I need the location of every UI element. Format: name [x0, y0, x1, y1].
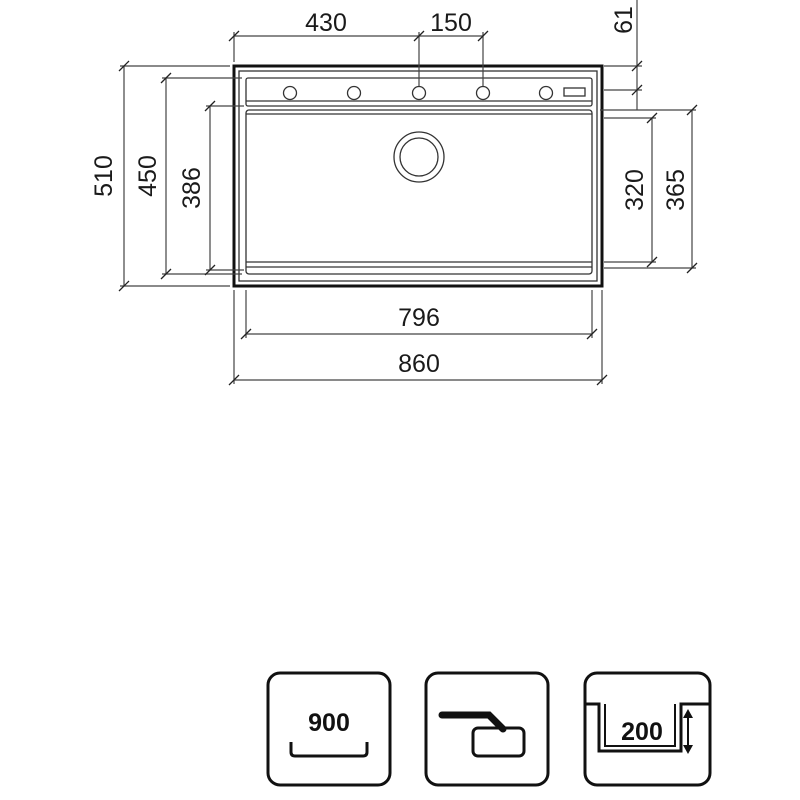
cabinet-bracket-icon	[289, 742, 369, 758]
dim-left-450: 450	[134, 155, 162, 197]
tap-hole-4	[475, 85, 491, 101]
dim-left-510: 510	[90, 155, 118, 197]
dim-right-320: 320	[621, 169, 649, 211]
depth-arrow-icon	[683, 709, 693, 754]
tap-hole-3	[411, 85, 427, 101]
dim-left-386: 386	[178, 167, 206, 209]
dim-top-430: 430	[305, 9, 347, 37]
bowl	[245, 109, 593, 275]
top-dimensions: 430 150 61	[228, 0, 643, 110]
dim-top-61: 61	[610, 6, 638, 34]
badge-depth: 200	[583, 671, 712, 787]
tap-hole-2	[346, 85, 362, 101]
sink-outer-edge	[232, 64, 604, 288]
tap-hole-5	[538, 85, 554, 101]
right-dimensions: 320 365	[600, 104, 698, 274]
depth-label: 200	[621, 718, 663, 746]
bowl-profile-icon	[585, 702, 710, 753]
tap-hole-1	[282, 85, 298, 101]
cabinet-width-label: 900	[308, 709, 350, 737]
badge-drain	[424, 671, 550, 787]
drain-outer	[393, 131, 445, 183]
dim-right-365: 365	[662, 169, 690, 211]
left-dimensions: 510 450 386	[90, 60, 244, 292]
badge-cabinet-width: 900	[266, 671, 392, 787]
sink-inner-edge	[238, 70, 598, 282]
dim-tick	[228, 30, 489, 42]
dim-bottom-796: 796	[398, 304, 440, 332]
overflow-slot	[563, 87, 586, 97]
dim-bottom-860: 860	[398, 350, 440, 378]
dim-top-150: 150	[430, 9, 472, 37]
drain-inner	[399, 137, 439, 177]
drain-pipe-icon	[438, 711, 526, 758]
bottom-dimensions: 796 860	[228, 290, 608, 386]
sink-outline	[232, 64, 604, 288]
